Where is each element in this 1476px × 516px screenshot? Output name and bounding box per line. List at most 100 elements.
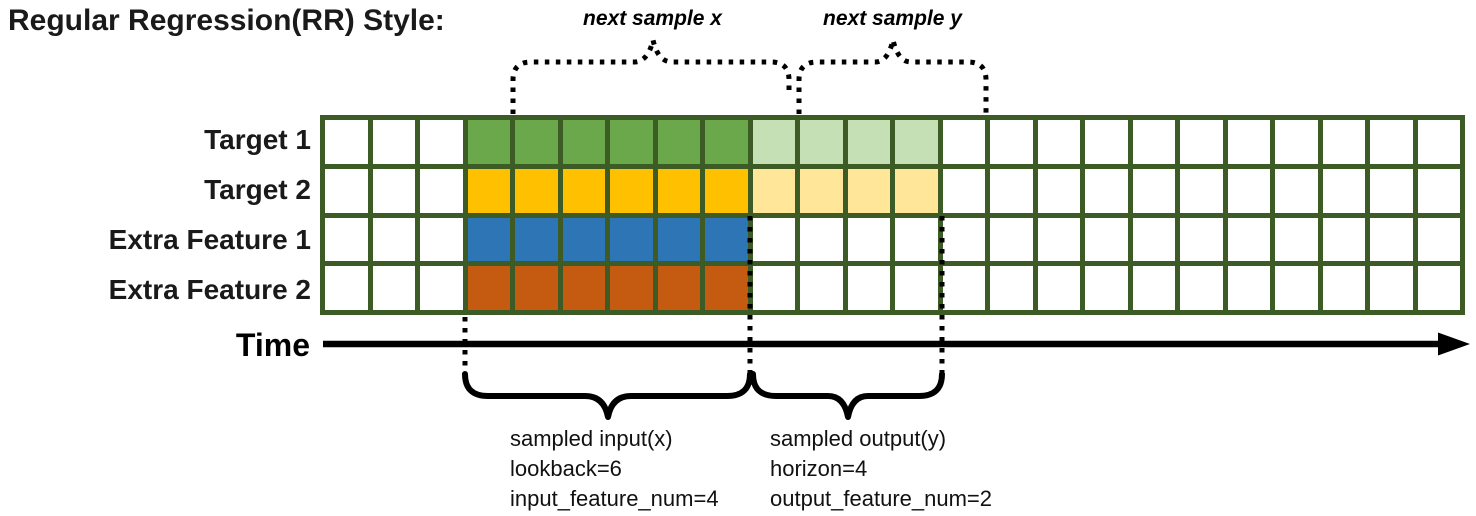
grid-cell: [1132, 168, 1175, 213]
row-label-extra-feature-2: Extra Feature 2: [108, 274, 311, 305]
grid-cell: [847, 120, 890, 164]
time-axis-arrowhead: [1438, 332, 1470, 356]
grid-cell: [1370, 168, 1413, 213]
grid-cell: [1417, 120, 1460, 164]
grid-cell: [800, 266, 843, 310]
grid-cell: [1085, 217, 1128, 262]
grid-cell: [847, 266, 890, 310]
grid-cell: [1180, 120, 1223, 164]
grid-cell: [1370, 120, 1413, 164]
grid-cell: [942, 168, 985, 213]
sampled-output-brace: [750, 371, 945, 420]
grid-cell: [1275, 120, 1318, 164]
grid-cell: [325, 266, 368, 310]
grid-cell: [705, 217, 748, 262]
grid-cell: [372, 168, 415, 213]
row-label-target-2: Target 2: [204, 174, 311, 205]
grid-cell: [420, 168, 463, 213]
grid-cell: [895, 217, 938, 262]
grid-cell: [467, 168, 510, 213]
grid-cell: [562, 217, 605, 262]
next-sample-y-label: next sample y: [823, 7, 962, 30]
grid-cell: [1322, 266, 1365, 310]
grid-cell: [1180, 217, 1223, 262]
grid-cell: [1417, 168, 1460, 213]
grid-cell: [752, 217, 795, 262]
grid-cell: [467, 266, 510, 310]
grid-cell: [1370, 266, 1413, 310]
grid-cell: [1322, 217, 1365, 262]
grid-cell: [1037, 168, 1080, 213]
row-label-target-1: Target 1: [204, 124, 311, 155]
grid-cell: [420, 217, 463, 262]
grid-cell: [1227, 266, 1270, 310]
time-series-grid: [320, 115, 1465, 315]
grid-cell: [1417, 266, 1460, 310]
row-labels: Target 1 Target 2 Extra Feature 1 Extra …: [0, 115, 311, 315]
grid-cell: [1417, 217, 1460, 262]
lookback-value: lookback=6: [510, 456, 622, 481]
page-title: Regular Regression(RR) Style:: [8, 4, 445, 37]
grid-cell: [990, 266, 1033, 310]
time-axis-label: Time: [235, 327, 310, 363]
grid-cell: [610, 120, 653, 164]
grid-cell: [752, 266, 795, 310]
grid-cell: [990, 120, 1033, 164]
grid-cell: [515, 120, 558, 164]
grid-cell: [515, 217, 558, 262]
grid-cell: [372, 217, 415, 262]
grid-cell: [1132, 266, 1175, 310]
grid-cell: [1227, 168, 1270, 213]
grid-cell: [420, 120, 463, 164]
grid-cell: [1322, 120, 1365, 164]
grid-cell: [420, 266, 463, 310]
horizon-value: horizon=4: [770, 456, 868, 481]
grid-cell: [657, 120, 700, 164]
grid-cell: [562, 120, 605, 164]
grid-cell: [847, 168, 890, 213]
grid-cell: [1275, 217, 1318, 262]
grid-cell: [800, 120, 843, 164]
grid-cell: [610, 266, 653, 310]
grid-cell: [562, 168, 605, 213]
grid-cell: [1370, 217, 1413, 262]
grid-cell: [705, 168, 748, 213]
grid-cell: [705, 120, 748, 164]
grid-cell: [942, 120, 985, 164]
grid-cell: [1275, 168, 1318, 213]
grid-cell: [990, 217, 1033, 262]
grid-cell: [562, 266, 605, 310]
grid-cell: [1037, 120, 1080, 164]
grid-cell: [1132, 120, 1175, 164]
grid-cell: [847, 217, 890, 262]
grid-cell: [1180, 168, 1223, 213]
grid-cell: [895, 120, 938, 164]
grid-cell: [1132, 217, 1175, 262]
grid-cell: [1085, 168, 1128, 213]
grid-cell: [610, 168, 653, 213]
grid-cell: [990, 168, 1033, 213]
grid-cell: [515, 168, 558, 213]
grid-cell: [800, 217, 843, 262]
input-feature-num-value: input_feature_num=4: [510, 486, 719, 511]
grid-cell: [325, 168, 368, 213]
grid-cell: [1227, 120, 1270, 164]
grid-cell: [942, 217, 985, 262]
grid-cell: [657, 266, 700, 310]
next-sample-x-label: next sample x: [583, 7, 722, 30]
sampled-input-brace: [462, 371, 753, 420]
grid-cell: [1275, 266, 1318, 310]
grid-cell: [657, 217, 700, 262]
grid-cell: [1085, 266, 1128, 310]
grid-cell: [1037, 217, 1080, 262]
grid-cell: [942, 266, 985, 310]
grid-cell: [1037, 266, 1080, 310]
grid-cell: [895, 168, 938, 213]
grid-cell: [800, 168, 843, 213]
grid-cell: [515, 266, 558, 310]
grid-cell: [895, 266, 938, 310]
grid-cell: [325, 120, 368, 164]
sampled-input-caption: sampled input(x) lookback=6 input_featur…: [510, 424, 719, 514]
output-feature-num-value: output_feature_num=2: [770, 486, 993, 511]
